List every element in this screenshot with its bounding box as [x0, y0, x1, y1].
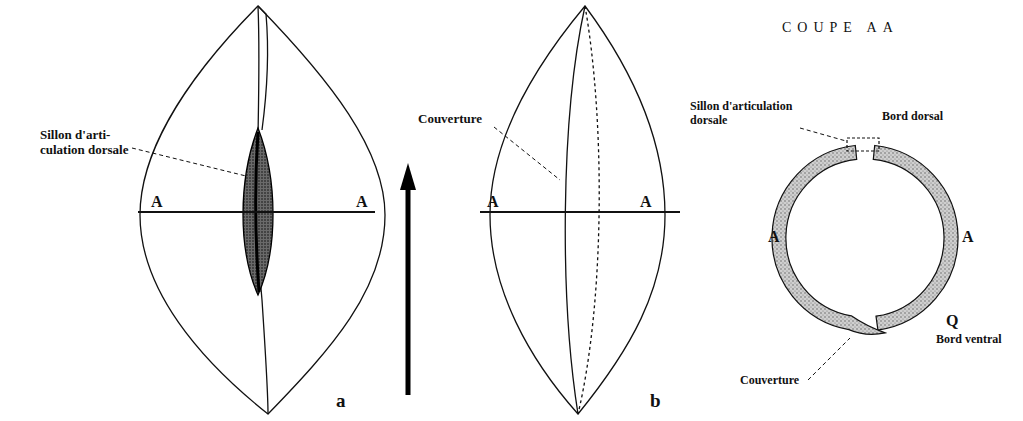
part-name: Sillon d'articulation dorsale [690, 100, 815, 128]
leader-lines [132, 127, 850, 380]
valve-side-view [480, 6, 680, 414]
cross-section-ring [772, 138, 958, 334]
orientation-arrow [400, 163, 416, 395]
figure-letter: b [650, 390, 661, 412]
section-mark: A [962, 228, 974, 246]
valve-dorsal-view [138, 6, 385, 414]
part-name: Bord dorsal [882, 110, 943, 124]
figure-letter: a [336, 390, 346, 412]
part-name: Sillon d'arti- culation dorsale [40, 128, 135, 158]
section-mark: A [640, 193, 652, 211]
part-name: Couverture [740, 374, 799, 388]
section-mark: A [487, 193, 499, 211]
section-mark: A [151, 193, 163, 211]
section-mark: A [356, 193, 368, 211]
section-mark: A [768, 228, 780, 246]
part-name: Couverture [418, 112, 482, 127]
section-title: COUPE AA [782, 20, 899, 36]
part-name: Bord ventral [936, 333, 1002, 347]
section-mark: Q [946, 312, 958, 330]
